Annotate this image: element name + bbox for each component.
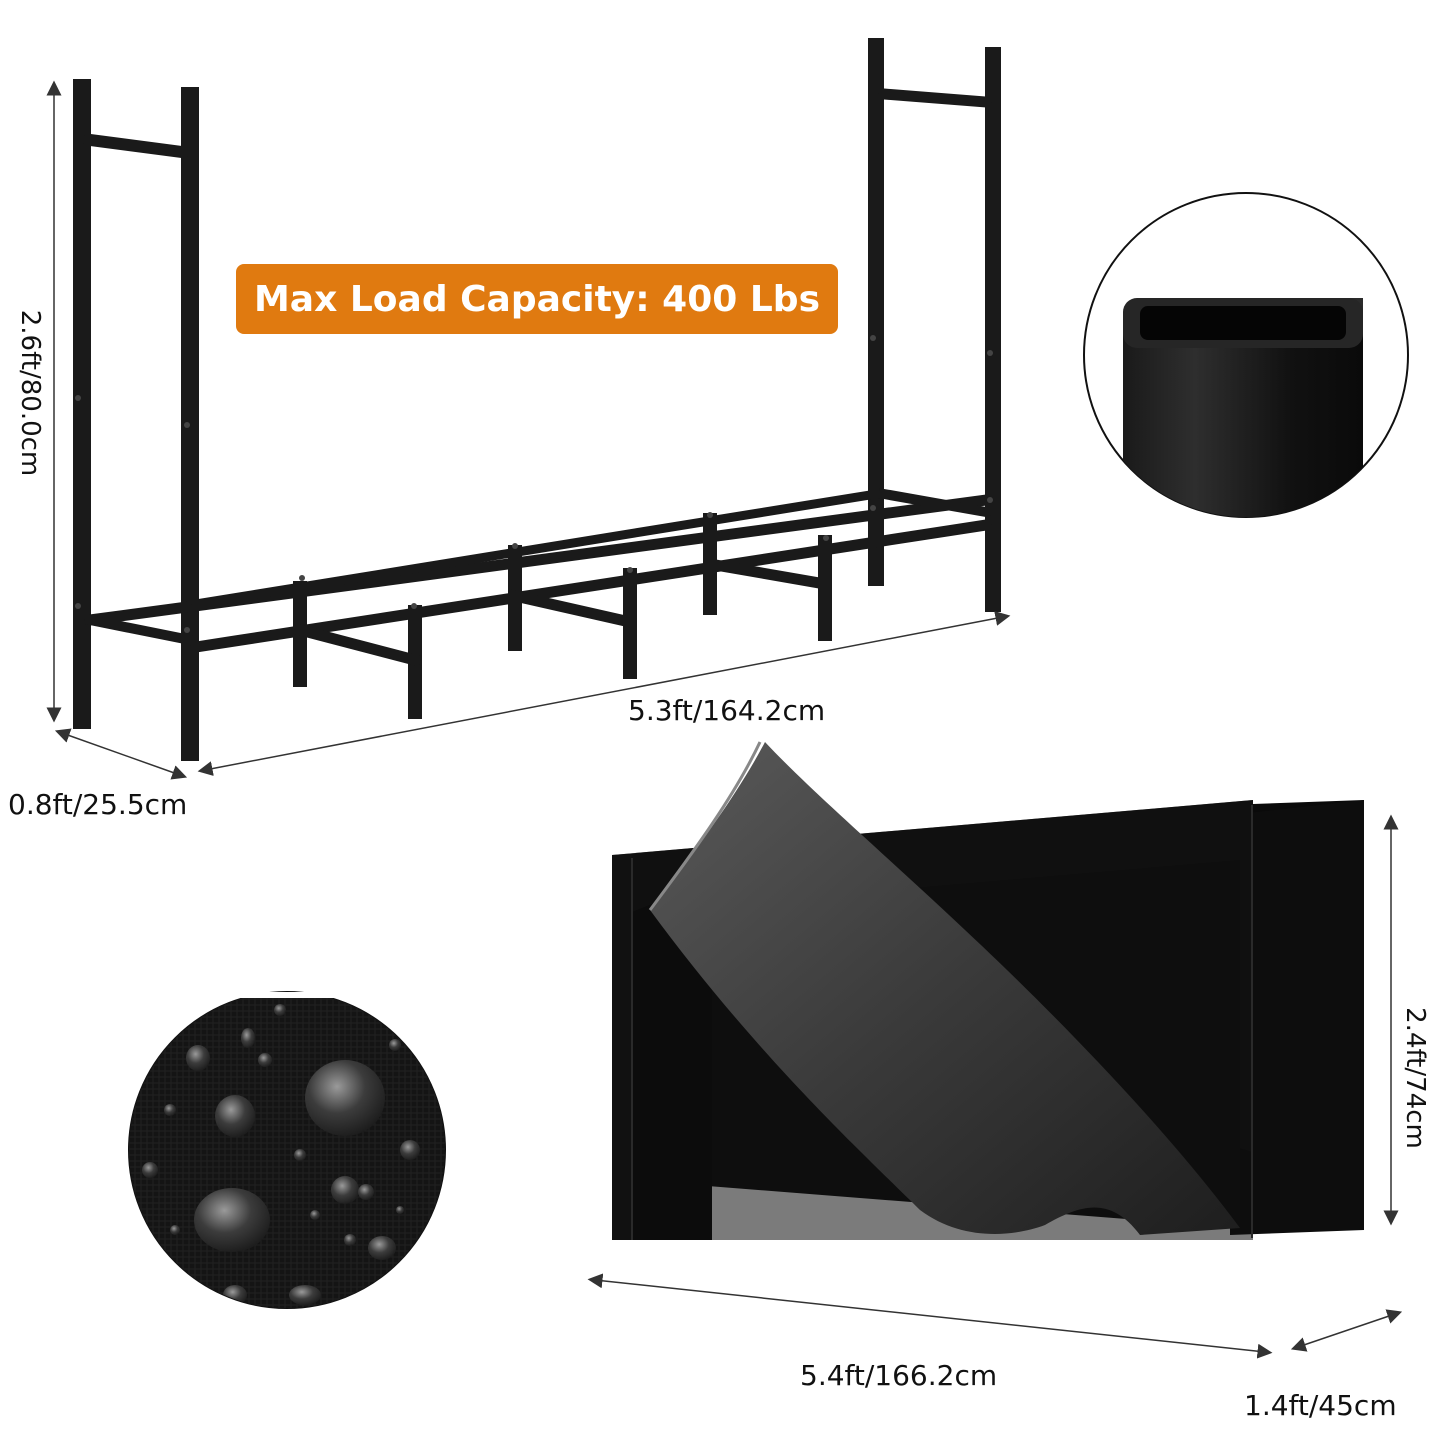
rack-dimension-lines [46,80,1011,780]
tube-closeup-circle [1083,192,1409,518]
rack-height-label: 2.6ft/80.0cm [15,309,45,477]
max-load-capacity-badge: Max Load Capacity: 400 Lbs [236,264,838,334]
max-load-capacity-text: Max Load Capacity: 400 Lbs [253,278,820,320]
firewood-rack-cover [612,741,1364,1240]
cover-dimension-lines [587,814,1403,1359]
firewood-rack-frame [73,38,1001,761]
cover-height-label: 2.4ft/74cm [1400,1007,1430,1149]
frame-bolts [75,335,993,633]
rack-depth-label: 0.8ft/25.5cm [8,788,188,821]
rack-length-label: 5.3ft/164.2cm [628,694,826,727]
cover-length-label: 5.4ft/166.2cm [800,1359,998,1392]
fabric-waterproof-closeup [128,991,446,1309]
cover-depth-label: 1.4ft/45cm [1244,1389,1397,1422]
